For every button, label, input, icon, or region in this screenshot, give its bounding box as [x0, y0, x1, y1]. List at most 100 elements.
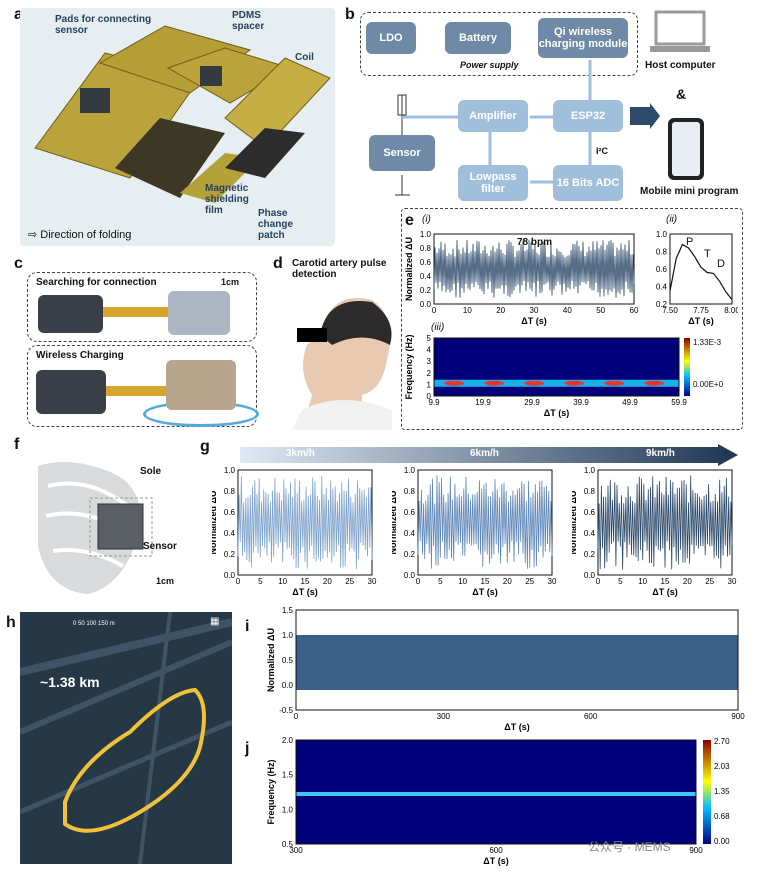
- y-axis-label: Normalized ΔU: [392, 491, 398, 555]
- heatmap-hotspot: [444, 380, 464, 386]
- y-tick-label: 1.0: [282, 805, 294, 814]
- ldo-block: LDO: [366, 22, 416, 54]
- x-tick-label: 0: [432, 306, 437, 315]
- x-tick-label: 10: [463, 306, 472, 315]
- x-tick-label: 900: [689, 846, 703, 855]
- x-tick-label: 39.9: [573, 398, 589, 407]
- x-axis-label: ΔT (s): [521, 316, 546, 326]
- wireless-box: Wireless Charging: [27, 345, 259, 427]
- x-tick-label: 9.9: [428, 398, 440, 407]
- colorbar: [703, 740, 711, 844]
- power-supply-group: [360, 12, 638, 76]
- x-tick-label: 15: [301, 577, 310, 586]
- plot-frame: [295, 609, 739, 711]
- y-axis-label: Normalized ΔU: [212, 491, 218, 555]
- series-line: [417, 475, 553, 569]
- panel-c-letter: c: [14, 255, 23, 272]
- panel-a-letter: a: [14, 6, 23, 23]
- x-tick-label: 59.9: [671, 398, 687, 407]
- colorbar-tick: 2.70: [714, 737, 730, 746]
- y-tick-label: 0.4: [224, 529, 236, 538]
- x-tick-label: 60: [630, 306, 639, 315]
- y-tick-label: 0.0: [404, 571, 416, 580]
- x-tick-label: 20: [323, 577, 332, 586]
- heatmap-band: [434, 379, 679, 387]
- x-axis-label: ΔT (s): [483, 856, 508, 866]
- heatmap-bg: [434, 338, 679, 396]
- y-tick-label: 0.8: [584, 487, 596, 496]
- x-tick-label: 20: [496, 306, 505, 315]
- y-tick-label: 0.0: [584, 571, 596, 580]
- x-axis-label: ΔT (s): [504, 722, 529, 732]
- x-tick-label: 900: [731, 712, 745, 721]
- y-tick-label: 0.2: [584, 550, 596, 559]
- colorbar-tick: 0.00: [714, 837, 730, 846]
- x-tick-label: 30: [368, 577, 377, 586]
- x-tick-label: 10: [278, 577, 287, 586]
- series-line: [597, 475, 733, 570]
- y-axis-label: Normalized ΔU: [648, 237, 650, 301]
- heatmap-hotspot: [484, 380, 504, 386]
- y-axis-label: Normalized ΔU: [404, 237, 414, 301]
- x-tick-label: 7.75: [693, 306, 709, 315]
- x-tick-label: 0: [416, 577, 421, 586]
- series-line: [237, 476, 373, 570]
- amplifier-block: Amplifier: [458, 100, 528, 132]
- y-tick-label: 0.0: [224, 571, 236, 580]
- laptop-icon: [650, 10, 710, 60]
- x-axis-label: ΔT (s): [472, 587, 497, 597]
- peak-t: T: [704, 248, 711, 260]
- esp32-block: ESP32: [553, 100, 623, 132]
- adc-block: 16 Bits ADC: [553, 165, 623, 201]
- plot-frame: [669, 233, 733, 305]
- folded-pcb-illustration: [34, 25, 331, 203]
- y-tick-label: 0.4: [420, 272, 432, 281]
- y-tick-label: 2: [427, 369, 432, 378]
- panel-e-letter: e: [405, 212, 414, 229]
- y-tick-label: 0.6: [584, 508, 596, 517]
- i2c-label: I²C: [596, 146, 608, 156]
- host-computer-label: Host computer: [645, 60, 716, 71]
- speed-6: 6km/h: [470, 448, 499, 459]
- y-tick-label: 0.6: [224, 508, 236, 517]
- shoe-photo: [28, 456, 178, 601]
- y-tick-label: 0.6: [404, 508, 416, 517]
- y-tick-label: 1.0: [282, 631, 294, 640]
- y-tick-label: 0.8: [404, 487, 416, 496]
- sensor-block: Sensor: [369, 135, 435, 171]
- cb-min: 0.00E+0: [693, 380, 724, 389]
- x-tick-label: 50: [596, 306, 605, 315]
- y-tick-label: 0.2: [656, 300, 668, 309]
- panel-f-letter: f: [14, 436, 20, 453]
- y-tick-label: 0.5: [282, 840, 294, 849]
- distance-label: ~1.38 km: [40, 674, 100, 690]
- y-tick-label: 0.2: [224, 550, 236, 559]
- y-tick-label: 4: [427, 346, 432, 355]
- y-tick-label: 1.0: [584, 466, 596, 475]
- folding-legend: ⇨ Direction of folding: [28, 229, 132, 241]
- x-axis-label: ΔT (s): [544, 408, 569, 418]
- qi-module-block: Qi wireless charging module: [538, 18, 628, 58]
- y-axis-label: Normalized ΔU: [266, 628, 276, 692]
- y-tick-label: 0.4: [404, 529, 416, 538]
- x-axis-label: ΔT (s): [688, 316, 713, 326]
- label-pdms: PDMS spacer: [232, 10, 265, 32]
- y-tick-label: 1.5: [282, 606, 294, 615]
- y-tick-label: 5: [427, 334, 432, 343]
- label-pads: Pads for connecting sensor: [55, 14, 152, 36]
- mobile-label: Mobile mini program: [640, 186, 739, 197]
- heatmap-hotspot: [524, 380, 544, 386]
- x-tick-label: 19.9: [475, 398, 491, 407]
- watermark: 公众号 · MEMS: [588, 840, 671, 854]
- y-tick-label: 1.0: [224, 466, 236, 475]
- y-tick-label: 1.5: [282, 771, 294, 780]
- x-tick-label: 0: [294, 712, 299, 721]
- x-tick-label: 300: [289, 846, 303, 855]
- ampersand: &: [676, 86, 687, 102]
- panel-b-letter: b: [345, 6, 355, 23]
- x-tick-label: 10: [458, 577, 467, 586]
- peak-p: P: [686, 236, 694, 248]
